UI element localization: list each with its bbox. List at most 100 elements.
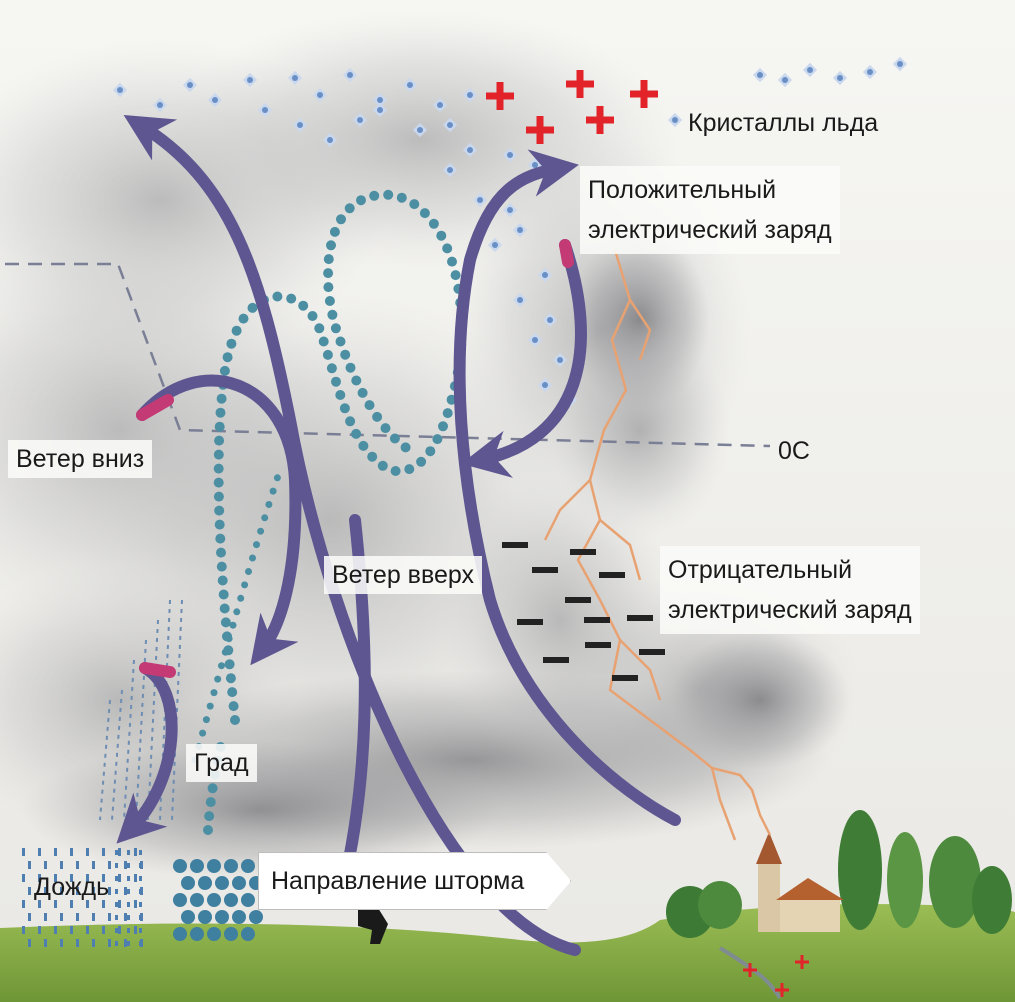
rain-drop <box>139 889 142 894</box>
ice-crystal-mark <box>512 292 528 308</box>
hail-dot <box>216 547 226 558</box>
storm-direction-label: Направление шторма <box>258 852 572 910</box>
plus-sign <box>743 963 757 977</box>
ice-crystal-mark <box>322 132 338 148</box>
hail-dot <box>409 199 420 210</box>
ice-crystal-mark <box>372 92 388 108</box>
ice-crystal-mark <box>372 102 388 118</box>
hail-dot <box>215 407 226 418</box>
rain-drop <box>22 900 25 908</box>
minus-sign <box>627 615 653 621</box>
hail-dot <box>220 617 231 628</box>
rain-drop <box>28 939 31 947</box>
hail-dot <box>245 568 252 575</box>
hail-stone <box>232 876 246 890</box>
rain-drop <box>127 889 130 894</box>
hail-stone <box>224 927 238 941</box>
hail-dot <box>336 214 346 225</box>
freezing-level-label: 0С <box>778 437 810 465</box>
rain-drop <box>86 874 89 882</box>
rain-drop <box>124 861 127 869</box>
hail-dot <box>227 687 238 698</box>
rain-drop <box>54 926 57 934</box>
hail-dot <box>428 218 439 229</box>
plus-sign <box>586 106 614 134</box>
rain-drop <box>127 941 130 946</box>
wind-up-label: Ветер вверх <box>324 556 482 594</box>
hail-dot <box>425 446 436 457</box>
rain-drop <box>115 850 118 855</box>
rain-drop <box>115 889 118 894</box>
rain-drop <box>124 939 127 947</box>
rain-drop <box>28 887 31 895</box>
rain-drop <box>44 939 47 947</box>
hail-dot <box>419 208 430 219</box>
rain-drop <box>54 848 57 856</box>
hail-dot <box>314 323 325 334</box>
rain-drop <box>60 939 63 947</box>
ice-crystal-mark <box>502 147 518 163</box>
rain-drop <box>139 928 142 933</box>
hail-dot <box>356 195 366 206</box>
rain-drop <box>127 876 130 881</box>
hail-dot <box>335 390 346 400</box>
hail-dot <box>228 701 239 712</box>
hail-stone <box>232 910 246 924</box>
rain-drop <box>102 926 105 934</box>
rain-drop <box>22 848 25 856</box>
minus-sign <box>502 542 528 548</box>
rain-drop <box>102 874 105 882</box>
rain-drop <box>108 861 111 869</box>
hail-dot <box>329 226 340 237</box>
rain-drop <box>38 926 41 934</box>
hail-dot <box>357 387 368 398</box>
hail-stone <box>249 910 263 924</box>
hail-dot <box>219 365 230 376</box>
ice-crystal-mark <box>462 87 478 103</box>
rain-drop <box>44 887 47 895</box>
rain-drop <box>134 874 137 882</box>
hail-dot <box>326 240 336 251</box>
rain-drop <box>108 939 111 947</box>
hail-dot <box>345 362 356 373</box>
ice-crystal-mark <box>352 112 368 128</box>
hail-dot <box>230 715 240 725</box>
rain-drop <box>92 887 95 895</box>
rain-drop <box>54 874 57 882</box>
hail-dot <box>219 603 230 614</box>
hail-dot <box>214 435 225 446</box>
rain-drop <box>118 874 121 882</box>
rain-drop <box>86 926 89 934</box>
rain-drop <box>70 848 73 856</box>
hail-stone <box>224 893 238 907</box>
hail-stone <box>190 927 204 941</box>
ice-crystal-mark <box>537 267 553 283</box>
rain-drop <box>92 913 95 921</box>
ice-crystal-mark <box>342 67 358 83</box>
hail-dot <box>257 527 265 535</box>
rain-drop <box>134 926 137 934</box>
rain-drop <box>118 848 121 856</box>
hail-dot <box>351 375 362 386</box>
hail-dot <box>298 300 309 311</box>
hail-dot <box>249 554 256 562</box>
hail-dot <box>447 256 457 267</box>
hail-dot <box>226 338 237 349</box>
hail-stone <box>173 859 187 873</box>
rain-drop <box>60 861 63 869</box>
hail-dot <box>224 659 235 670</box>
ice-crystals-label: Кристаллы льда <box>688 109 879 137</box>
rain-drop <box>115 928 118 933</box>
hail-dot <box>450 270 461 281</box>
hail-dot <box>432 434 443 445</box>
rain-drop <box>118 900 121 908</box>
hail-dot <box>216 393 227 404</box>
minus-sign <box>565 597 591 603</box>
ice-crystal-mark <box>487 237 503 253</box>
hail-dot <box>326 363 337 374</box>
hail-dot <box>396 192 407 203</box>
hail-dot <box>344 203 355 214</box>
plus-sign <box>486 82 514 110</box>
circulation-arrow <box>461 239 587 478</box>
